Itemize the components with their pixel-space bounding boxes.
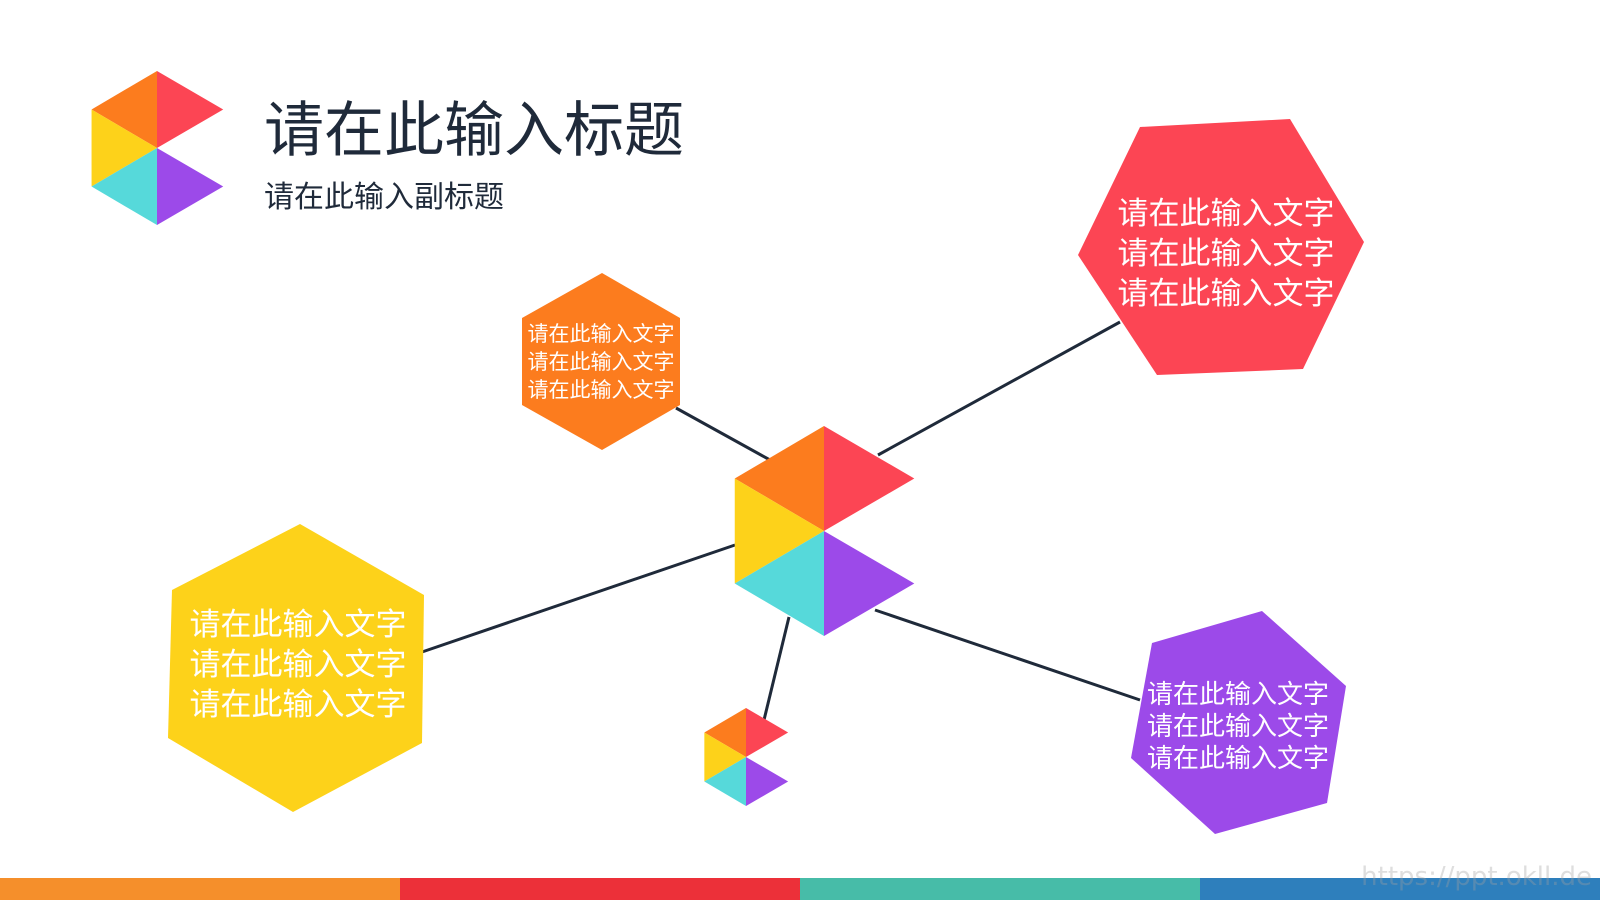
node-orange-line-2: 请在此输入文字	[527, 350, 675, 374]
node-purple-line-2: 请在此输入文字	[1146, 712, 1329, 742]
logo-small	[704, 708, 789, 806]
bar-segment-teal	[800, 878, 1200, 900]
node-yellow-line-1: 请在此输入文字	[189, 607, 407, 643]
logo-small-purple	[746, 757, 789, 806]
page-subtitle: 请在此输入副标题	[264, 180, 504, 215]
node-text-red: 请在此输入文字 请在此输入文字 请在此输入文字	[1106, 194, 1346, 314]
connector-purple	[874, 608, 1141, 702]
node-red-line-3: 请在此输入文字	[1117, 276, 1335, 312]
logo-center-cyan	[734, 531, 824, 636]
logo-small-red	[746, 708, 789, 757]
node-text-purple: 请在此输入文字 请在此输入文字 请在此输入文字	[1138, 679, 1338, 775]
node-purple-line-1: 请在此输入文字	[1146, 680, 1329, 710]
logo-center-red	[824, 426, 915, 531]
bar-segment-orange	[0, 878, 400, 900]
node-purple-line-3: 请在此输入文字	[1146, 744, 1329, 774]
node-text-orange: 请在此输入文字 请在此输入文字 请在此输入文字	[520, 320, 682, 404]
hexagon-orange	[522, 273, 680, 450]
logo-small-orange	[704, 708, 746, 757]
logo-center-purple	[824, 531, 915, 636]
bottom-color-bar	[0, 878, 1600, 900]
node-red-line-2: 请在此输入文字	[1117, 236, 1335, 272]
logo-small-cyan	[704, 757, 746, 806]
logo-center-yellow	[734, 478, 824, 584]
page-title: 请在此输入标题	[264, 96, 684, 166]
connector-yellow	[421, 543, 736, 654]
logo-header-yellow	[91, 109, 157, 187]
bar-segment-blue	[1200, 878, 1600, 900]
hexagon-red	[1078, 119, 1364, 375]
connector-red	[877, 320, 1121, 457]
logo-small-yellow	[704, 732, 746, 782]
bar-segment-red	[400, 878, 800, 900]
node-orange-line-1: 请在此输入文字	[527, 322, 675, 346]
logo-header-purple	[157, 148, 224, 225]
hexagon-yellow	[168, 524, 424, 812]
logo-header-cyan	[91, 148, 157, 225]
watermark: https://ppt.okll.de	[1361, 862, 1592, 892]
logo-header-orange	[91, 71, 157, 148]
connector-orange	[675, 406, 771, 462]
node-text-yellow: 请在此输入文字 请在此输入文字 请在此输入文字	[178, 605, 418, 725]
node-yellow-line-2: 请在此输入文字	[189, 647, 407, 683]
node-orange-line-3: 请在此输入文字	[527, 378, 675, 402]
logo-center-orange	[734, 426, 824, 531]
node-red-line-1: 请在此输入文字	[1117, 196, 1335, 232]
logo-header	[91, 71, 224, 225]
node-yellow-line-3: 请在此输入文字	[189, 687, 407, 723]
hexagon-purple	[1131, 611, 1346, 834]
logo-center	[734, 426, 915, 636]
connector-small-logo	[762, 616, 791, 721]
logo-header-red	[157, 71, 224, 148]
